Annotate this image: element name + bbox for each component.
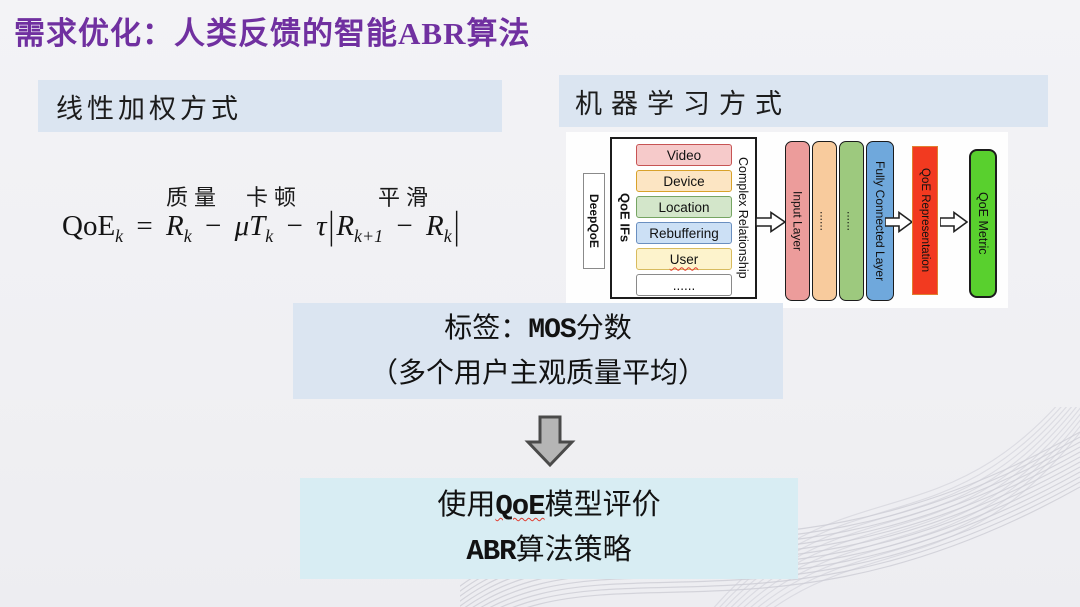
conclusion-line-2: ABR算法策略 <box>466 529 631 574</box>
linear-weighting-header: 线性加权方式 <box>38 80 502 132</box>
formula-token: = <box>129 210 161 242</box>
deepqoe-box: DeepQoE <box>583 173 605 269</box>
formula-token: R <box>166 210 184 242</box>
mos-acronym: MOS <box>528 314 576 346</box>
formula-token: k <box>115 225 124 246</box>
conclusion-prefix: 使用 <box>437 489 496 521</box>
nn-fully-connected-layer: Fully Connected Layer <box>866 141 894 301</box>
qoe-ifs-box: QoE IFs Video Device Location Rebufferin… <box>610 137 757 299</box>
machine-learning-header: 机器学习方式 <box>559 75 1048 127</box>
nn-input-layer: Input Layer <box>785 141 810 301</box>
formula-token: k <box>443 225 452 246</box>
formula-token: QoE <box>62 210 116 242</box>
linear-weighting-label: 线性加权方式 <box>56 93 242 124</box>
formula-token: | <box>328 204 335 248</box>
mos-line-2: （多个用户主观质量平均） <box>369 358 706 389</box>
input-factor-rebuffering: Rebuffering <box>636 222 732 244</box>
qoe-ifs-label: QoE IFs <box>617 193 633 243</box>
formula-token: R <box>336 210 355 242</box>
formula-token: k <box>265 225 274 246</box>
formula-label-rebuffer: 卡顿 <box>246 185 303 210</box>
mos-line-1: 标签：MOS分数 <box>444 307 631 352</box>
qoe-formula: 质量 卡顿 平滑 QoEk = Rk − μTk − τ|Rk+1 − Rk| <box>62 180 548 272</box>
formula-label-smooth: 平滑 <box>378 185 435 210</box>
mos-label-box: 标签：MOS分数 （多个用户主观质量平均） <box>293 303 783 399</box>
qoe-representation-bar: QoE Representation <box>912 146 938 295</box>
formula-token: R <box>425 210 444 242</box>
formula-token: k <box>183 225 192 246</box>
machine-learning-label: 机器学习方式 <box>575 88 791 119</box>
formula-line: QoEk = Rk − μTk − τ|Rk+1 − Rk| <box>62 204 548 247</box>
input-factor-device: Device <box>636 170 732 192</box>
input-factor-more: ...... <box>636 274 732 296</box>
page-title: 需求优化：人类反馈的智能ABR算法 <box>14 16 531 51</box>
qoe-metric-bar: QoE Metric <box>969 149 997 298</box>
formula-token: μT <box>234 210 266 242</box>
nn-hidden-layer-2: ...... <box>839 141 864 301</box>
qoe-term: QoE <box>495 490 545 523</box>
conclusion-line2-suffix: 算法策略 <box>515 533 632 566</box>
mos-prefix: 标签： <box>444 312 529 344</box>
formula-token: τ <box>316 210 327 242</box>
formula-token: − <box>197 210 229 242</box>
conclusion-box: 使用QoE模型评价 ABR算法策略 <box>300 478 798 579</box>
input-factor-user: User <box>636 248 732 270</box>
qoe-ifs-list: Video Device Location Rebuffering User .… <box>636 144 732 300</box>
formula-label-quality: 质量 <box>166 185 223 210</box>
flow-arrow-icon <box>756 211 786 233</box>
abr-term: ABR <box>466 534 516 568</box>
input-factor-location: Location <box>636 196 732 218</box>
conclusion-line-1: 使用QoE模型评价 <box>437 484 660 529</box>
complex-relationship-label: Complex Relationship <box>736 157 750 279</box>
formula-token: − <box>279 210 311 242</box>
formula-token: | <box>453 204 460 248</box>
input-factor-video: Video <box>636 144 732 166</box>
down-arrow-icon <box>524 415 576 468</box>
conclusion-suffix: 模型评价 <box>544 489 661 521</box>
nn-hidden-layer-1: ...... <box>812 141 837 301</box>
flow-arrow-icon <box>940 211 968 233</box>
formula-token: − <box>389 210 420 242</box>
flow-arrow-icon <box>885 211 913 233</box>
deepqoe-figure: DeepQoE QoE IFs Video Device Location Re… <box>566 132 1008 308</box>
mos-suffix: 分数 <box>575 312 632 344</box>
formula-token: k+1 <box>354 225 384 246</box>
